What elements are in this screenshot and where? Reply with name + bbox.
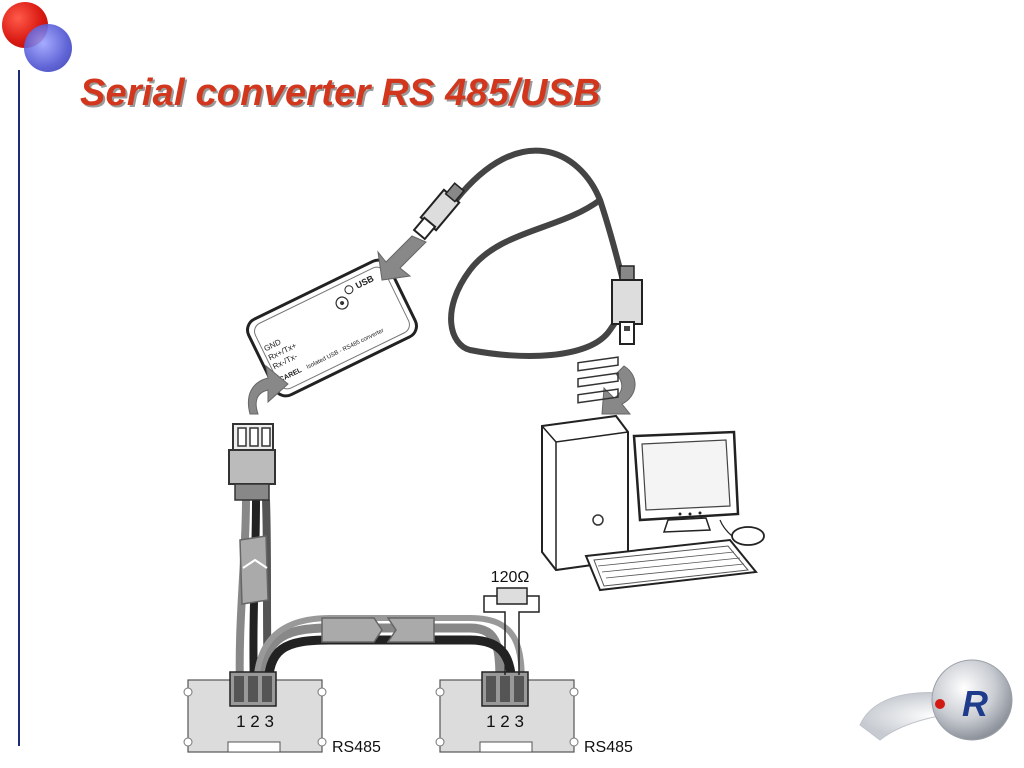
decor-blue-circle <box>24 24 72 72</box>
terminal-block-2: 1 2 3 RS485 <box>435 671 633 756</box>
terminal-block-1: 1 2 3 RS485 <box>183 671 381 756</box>
usb-cable <box>412 147 643 359</box>
usb-rs485-converter: GND Rx+/Tx+ Rx-/Tx- CAREL Isolated USB -… <box>246 258 418 398</box>
computer <box>541 356 765 592</box>
company-logo: R <box>859 659 1013 741</box>
rs485-cable <box>235 499 525 691</box>
arrow-plug-to-converter <box>247 364 289 415</box>
logo-letter: R <box>962 683 988 724</box>
terminal-1-pins: 1 2 3 <box>236 712 274 731</box>
terminal-2-label: RS485 <box>584 739 633 756</box>
left-rule <box>18 70 20 746</box>
arrow-usb-to-pc <box>601 365 636 415</box>
three-pin-plug <box>228 423 276 501</box>
terminal-2-pins: 1 2 3 <box>486 712 524 731</box>
arrow-usb-to-converter <box>377 235 427 281</box>
terminator-resistor: 120Ω <box>483 569 540 675</box>
terminal-1-label: RS485 <box>332 739 381 756</box>
terminator-label: 120Ω <box>491 569 530 586</box>
slide-title: Serial converter RS 485/USB <box>80 72 601 114</box>
